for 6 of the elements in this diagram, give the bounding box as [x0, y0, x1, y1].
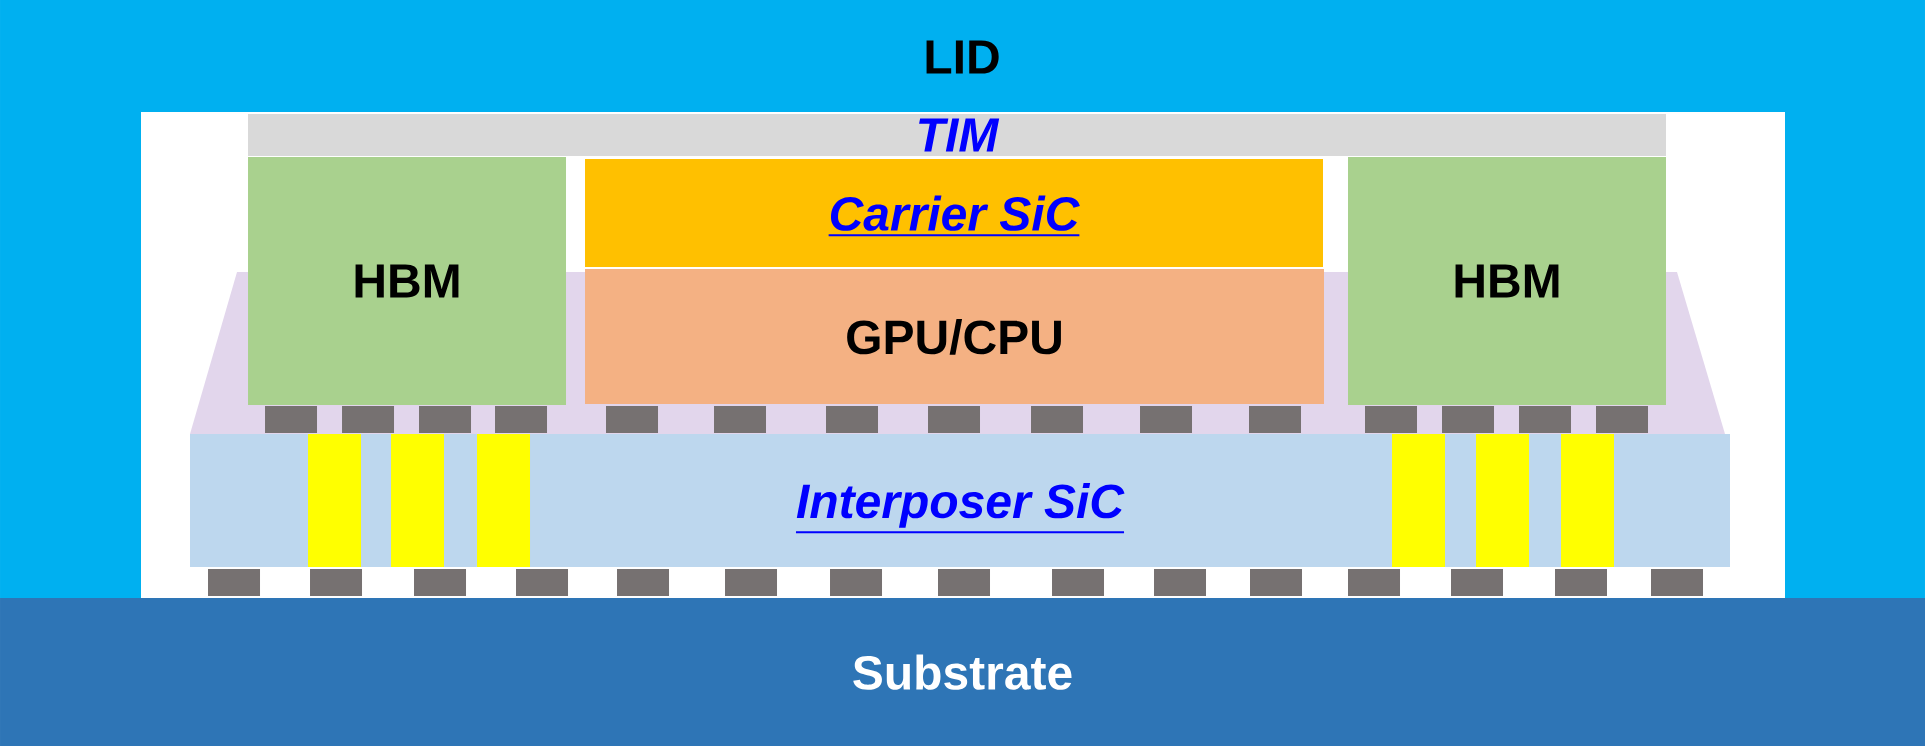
hbm-die: HBM	[248, 157, 566, 405]
substrate: Substrate	[0, 598, 1925, 746]
carrier-layer: Carrier SiC	[585, 159, 1323, 267]
tim-layer: TIM	[248, 114, 1666, 156]
processor-die: GPU/CPU	[585, 269, 1324, 404]
hbm-die: HBM	[1348, 157, 1666, 405]
